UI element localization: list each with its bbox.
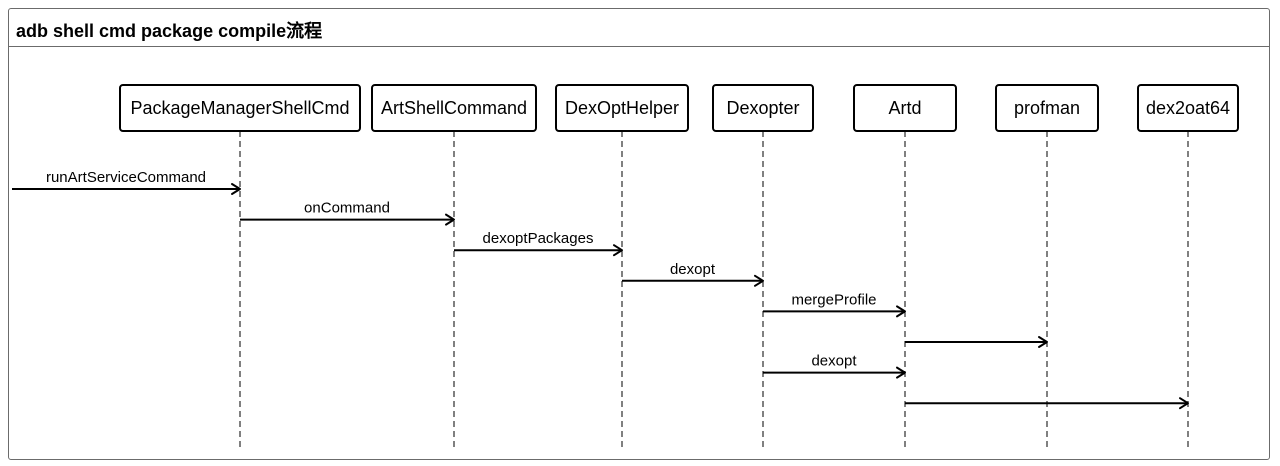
participant-dexopter: Dexopter bbox=[712, 84, 814, 132]
message-arrow-head bbox=[896, 305, 906, 318]
message-arrow-head bbox=[754, 274, 764, 287]
participant-box-artd bbox=[853, 84, 957, 132]
participant-box-dex2oat64 bbox=[1137, 84, 1239, 132]
message-arrow-head bbox=[231, 183, 241, 195]
message-2: onCommand bbox=[240, 200, 455, 226]
participant-label-pmsc: PackageManagerShellCmd bbox=[130, 98, 349, 118]
participant-doh: DexOptHelper bbox=[555, 84, 689, 132]
participant-dex2oat64: dex2oat64 bbox=[1137, 84, 1239, 132]
participant-label-doh: DexOptHelper bbox=[565, 98, 679, 118]
participant-box-doh bbox=[555, 84, 689, 132]
message-label: mergeProfile bbox=[791, 291, 876, 308]
participant-label-dexopter: Dexopter bbox=[726, 98, 799, 118]
participant-artd: Artd bbox=[853, 84, 957, 132]
message-1: runArtServiceCommand bbox=[12, 169, 241, 195]
participant-label-asc: ArtShellCommand bbox=[381, 98, 527, 118]
message-arrow-head bbox=[896, 366, 906, 379]
participant-label-profman: profman bbox=[1014, 98, 1080, 118]
message-5: mergeProfile bbox=[763, 291, 906, 318]
message-arrow-head bbox=[613, 244, 623, 257]
message-arrow-head bbox=[445, 213, 455, 226]
message-8 bbox=[905, 397, 1189, 410]
message-label: dexopt bbox=[811, 353, 857, 370]
participant-profman: profman bbox=[995, 84, 1099, 132]
title-bar: adb shell cmd package compile流程 bbox=[9, 9, 1269, 47]
participant-asc: ArtShellCommand bbox=[371, 84, 537, 132]
message-arrow-head bbox=[1038, 336, 1048, 348]
message-label: dexopt bbox=[670, 261, 716, 278]
participant-box-pmsc bbox=[119, 84, 361, 132]
diagram-title: adb shell cmd package compile流程 bbox=[16, 21, 323, 41]
message-label: onCommand bbox=[304, 200, 390, 217]
participant-label-artd: Artd bbox=[888, 98, 921, 118]
message-7: dexopt bbox=[763, 353, 906, 379]
message-label: dexoptPackages bbox=[483, 230, 594, 247]
message-label: runArtServiceCommand bbox=[46, 169, 206, 186]
participant-box-dexopter bbox=[712, 84, 814, 132]
message-4: dexopt bbox=[622, 261, 764, 287]
message-6 bbox=[905, 336, 1048, 348]
message-arrow-head bbox=[1179, 397, 1189, 410]
participant-pmsc: PackageManagerShellCmd bbox=[119, 84, 361, 132]
message-3: dexoptPackages bbox=[454, 230, 623, 257]
diagram-frame: adb shell cmd package compile流程 bbox=[8, 8, 1270, 460]
participant-label-dex2oat64: dex2oat64 bbox=[1146, 98, 1230, 118]
participant-box-profman bbox=[995, 84, 1099, 132]
participant-box-asc bbox=[371, 84, 537, 132]
